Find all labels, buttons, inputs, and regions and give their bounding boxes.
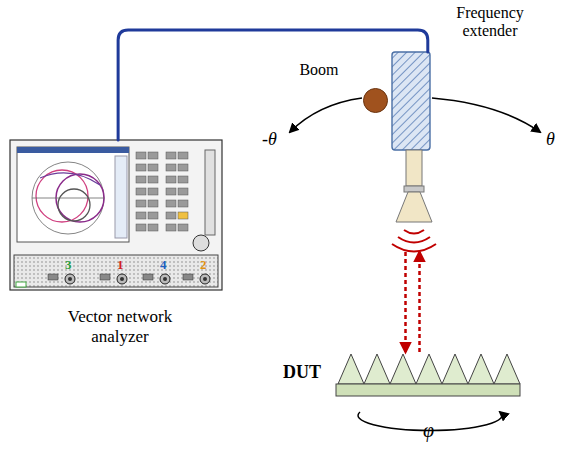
- dut-node: DUT: [336, 352, 520, 396]
- port-number: 3: [65, 258, 72, 271]
- vna-node: Vector network analyzer: [10, 140, 222, 290]
- cable: [118, 30, 428, 140]
- radiation-waves: [392, 230, 436, 252]
- port-number: 2: [200, 258, 207, 271]
- node-label: Frequency extender: [445, 4, 535, 41]
- node-label: Vector network analyzer: [50, 307, 190, 346]
- frequency-extender-illustration: [392, 52, 432, 222]
- extender-node: Frequency extender: [390, 52, 435, 252]
- node-label: DUT: [276, 362, 328, 383]
- angle-label: φ: [423, 420, 434, 440]
- rotation-arrows: [290, 98, 540, 132]
- port-number: 4: [160, 258, 167, 271]
- node-label: Boom: [294, 61, 344, 79]
- dut-illustration: [336, 354, 520, 396]
- angle-label: -θ: [262, 130, 277, 148]
- angle-label: θ: [546, 130, 555, 148]
- boom-node: Boom: [363, 88, 388, 113]
- vna-illustration: [10, 140, 222, 290]
- signal-arrow: [404, 252, 407, 352]
- port-number: 1: [117, 258, 124, 271]
- signal-arrow: [418, 252, 421, 352]
